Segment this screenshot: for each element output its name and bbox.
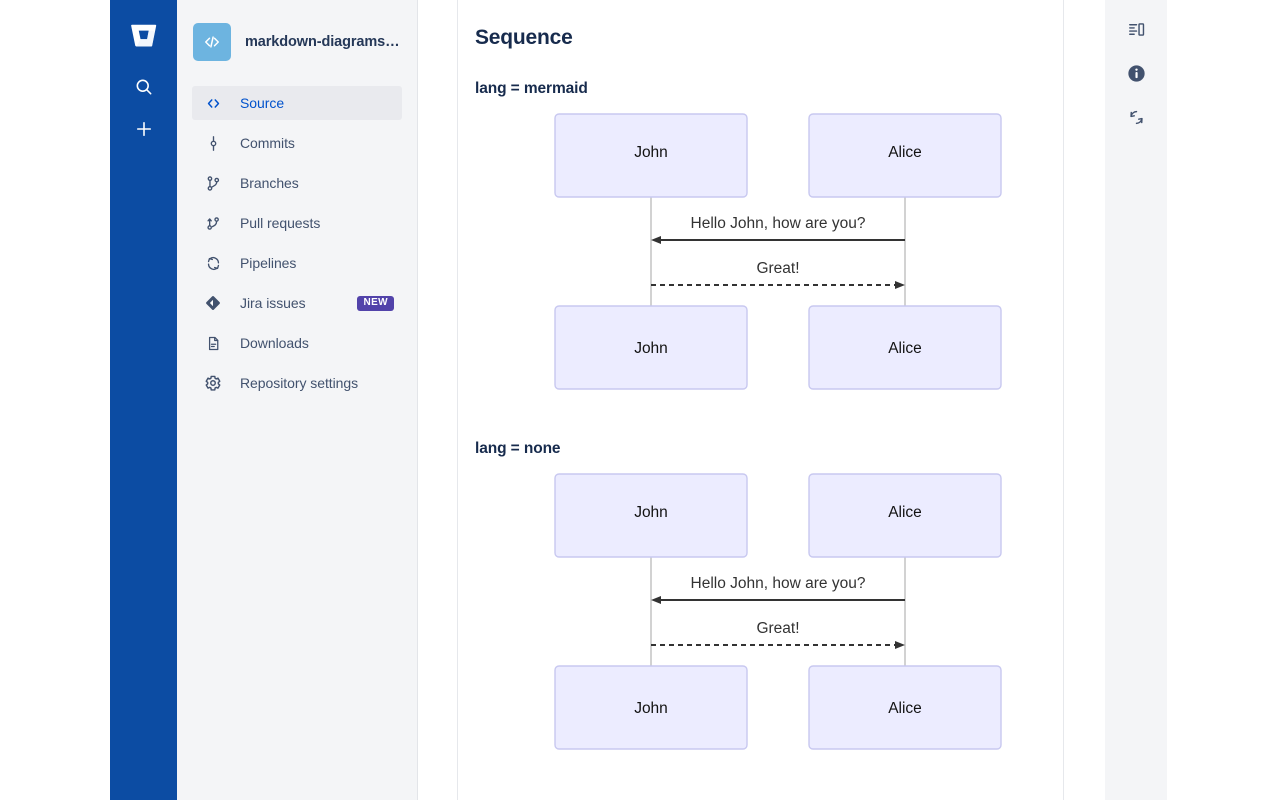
sidebar-item-label: Jira issues [240, 295, 306, 311]
refresh-icon[interactable] [1120, 101, 1152, 133]
sidebar-item-source[interactable]: Source [192, 86, 402, 120]
message-label-1: Hello John, how are you? [691, 575, 866, 592]
repository-name: markdown-diagrams… [245, 34, 400, 50]
code-brackets-icon [193, 23, 231, 61]
section-heading: lang = none [475, 440, 561, 457]
right-panel [1105, 0, 1280, 800]
right-panel-body [1167, 0, 1280, 800]
participant-label: John [634, 340, 668, 357]
branches-icon [202, 172, 224, 194]
diagram-section-mermaid: lang = mermaid John Alice Hello John, ho… [475, 80, 1045, 410]
plus-icon[interactable] [127, 112, 161, 146]
participant-box-john-bottom [554, 305, 748, 390]
participant-box-alice-bottom [808, 665, 1002, 750]
sidebar-item-label: Downloads [240, 335, 309, 351]
section-heading: lang = mermaid [475, 80, 588, 97]
pipelines-icon [202, 252, 224, 274]
message-label-2: Great! [756, 260, 799, 277]
commit-icon [202, 132, 224, 154]
sequence-diagram-mermaid: John Alice Hello John, how are you? Grea… [554, 113, 1002, 390]
repository-header[interactable]: markdown-diagrams… [177, 0, 417, 62]
sidebar-item-commits[interactable]: Commits [192, 126, 402, 160]
bitbucket-logo-icon[interactable] [127, 18, 161, 52]
participant-label: Alice [888, 700, 922, 717]
info-icon[interactable] [1120, 57, 1152, 89]
sidebar-item-pull-requests[interactable]: Pull requests [192, 206, 402, 240]
participant-box-alice-top [808, 473, 1002, 558]
document-icon [202, 332, 224, 354]
main-content-panel: Sequence lang = mermaid John Alice Hello… [457, 0, 1064, 800]
sidebar-item-label: Repository settings [240, 375, 359, 391]
message-arrowhead-1 [651, 596, 661, 604]
participant-box-john-top [554, 113, 748, 198]
participant-label: John [634, 504, 668, 521]
diagram-section-none: lang = none John Alice Hello John, how a… [475, 440, 1045, 770]
content-left-gutter [418, 0, 457, 800]
sidebar-item-jira-issues[interactable]: Jira issues NEW [192, 286, 402, 320]
sidebar-toggle-icon[interactable] [1120, 13, 1152, 45]
global-navigation [110, 0, 177, 800]
gear-icon [202, 372, 224, 394]
sidebar-nav-list: Source Commits [177, 86, 417, 400]
content-right-gutter [1064, 0, 1105, 800]
message-label-2: Great! [756, 620, 799, 637]
participant-label: John [634, 144, 668, 161]
code-brackets-icon [202, 92, 224, 114]
sidebar-item-branches[interactable]: Branches [192, 166, 402, 200]
sidebar-item-downloads[interactable]: Downloads [192, 326, 402, 360]
sidebar-item-label: Pipelines [240, 255, 297, 271]
sidebar-item-pipelines[interactable]: Pipelines [192, 246, 402, 280]
repository-sidebar: markdown-diagrams… Source [177, 0, 418, 800]
participant-box-alice-bottom [808, 305, 1002, 390]
page-title: Sequence [475, 26, 573, 49]
message-arrowhead-1 [651, 236, 661, 244]
right-rail [1105, 0, 1167, 800]
participant-label: John [634, 700, 668, 717]
sidebar-item-label: Pull requests [240, 215, 321, 231]
jira-diamond-icon [202, 292, 224, 314]
sidebar-item-label: Branches [240, 175, 299, 191]
sidebar-item-repository-settings[interactable]: Repository settings [192, 366, 402, 400]
participant-label: Alice [888, 144, 922, 161]
sequence-diagram-none: John Alice Hello John, how are you? Grea… [554, 473, 1002, 750]
message-arrowhead-2 [895, 641, 905, 649]
participant-box-john-bottom [554, 665, 748, 750]
status-badge: NEW [357, 295, 394, 311]
message-label-1: Hello John, how are you? [691, 215, 866, 232]
participant-label: Alice [888, 340, 922, 357]
sidebar-item-label: Source [240, 95, 285, 111]
sidebar-item-label: Commits [240, 135, 295, 151]
participant-box-john-top [554, 473, 748, 558]
pull-request-icon [202, 212, 224, 234]
participant-label: Alice [888, 504, 922, 521]
participant-box-alice-top [808, 113, 1002, 198]
message-arrowhead-2 [895, 281, 905, 289]
search-icon[interactable] [127, 70, 161, 104]
